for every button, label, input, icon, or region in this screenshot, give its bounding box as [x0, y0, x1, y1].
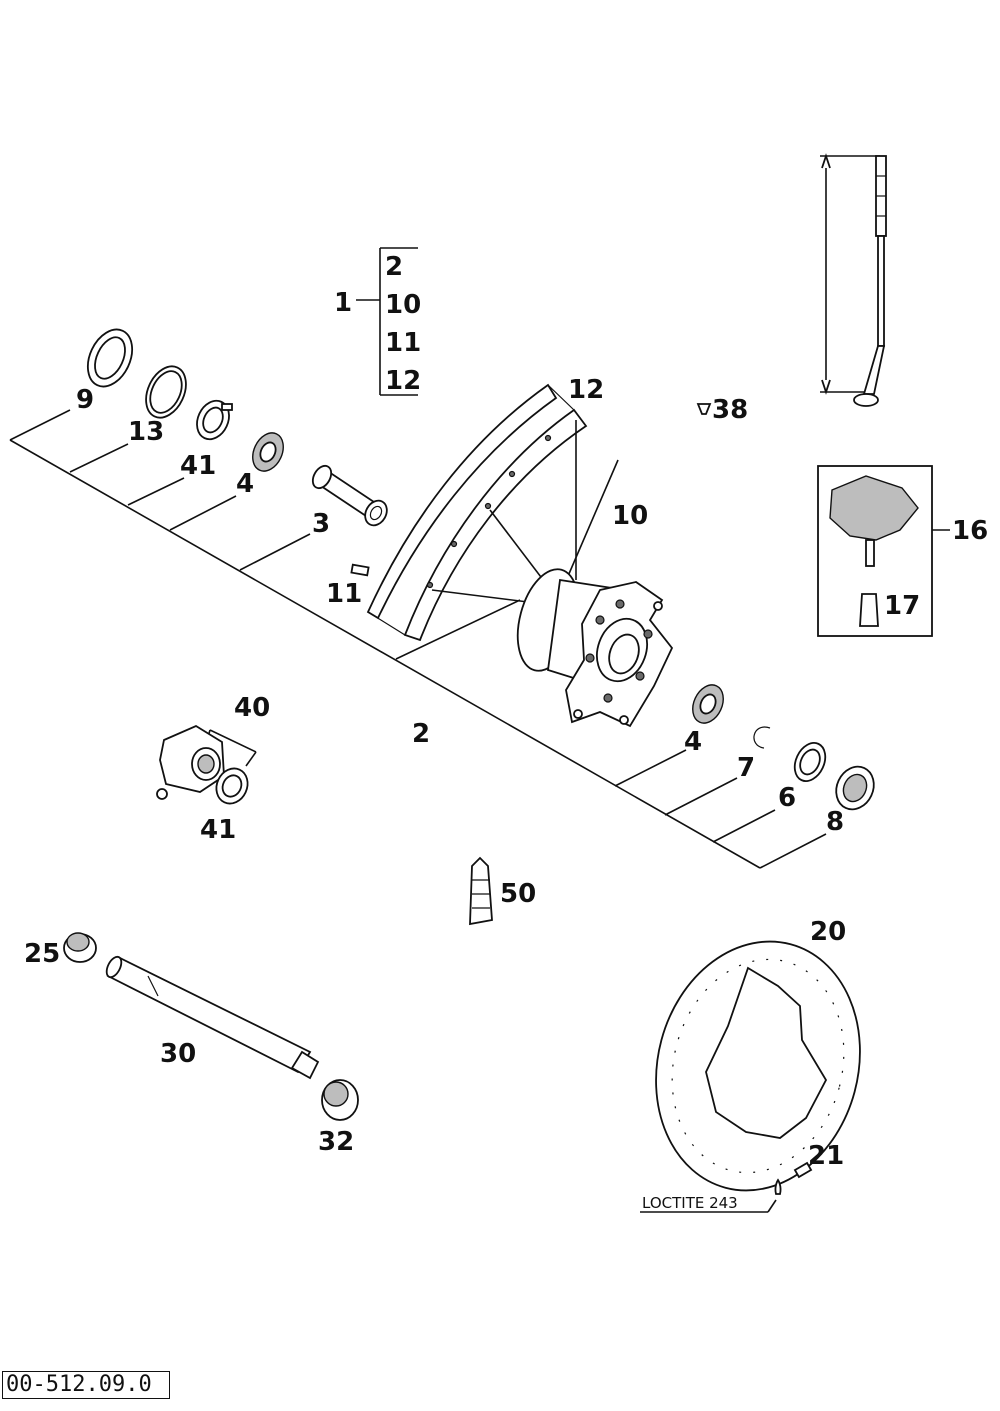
label-part-10: 10: [612, 501, 648, 531]
axis-leader-lines: [9, 409, 827, 869]
label-part-3: 3: [312, 509, 330, 539]
spacer-tube-part-3: [311, 464, 388, 527]
speedo-drive-part-40: [156, 724, 257, 800]
assembly-item-label: 10: [385, 290, 421, 320]
label-part-9: 9: [76, 385, 94, 415]
assembly-item-label: 12: [385, 366, 421, 396]
label-part-30: 30: [160, 1039, 196, 1069]
label-part-40: 40: [234, 693, 270, 723]
brake-disc-part-20: [655, 940, 861, 1192]
label-part-12: 12: [568, 375, 604, 405]
label-part-21: 21: [808, 1141, 844, 1171]
disc-bolt-part-21: [640, 1161, 813, 1213]
label-part-41: 41: [180, 451, 216, 481]
label-part-25: 25: [24, 939, 60, 969]
seal-ring-part-9: [86, 328, 134, 388]
assembly-item-label: 11: [385, 328, 421, 358]
grease-tube-part-50: [469, 856, 493, 926]
label-part-32: 32: [318, 1127, 354, 1157]
spokes-part-10: [431, 420, 619, 611]
drawing-number: 00-512.09.0: [2, 1371, 170, 1399]
ring-part-6: [793, 742, 827, 782]
label-part-8: 8: [826, 807, 844, 837]
label-part-2: 2: [412, 719, 430, 749]
bearing-part-4: [252, 432, 284, 472]
spoke-dimension-drawing: [820, 153, 887, 407]
axle-part-30: [105, 955, 320, 1080]
label-part-16: 16: [952, 516, 988, 546]
wheel-hub-part-2: [516, 568, 674, 728]
axle-nut-part-25: [63, 932, 97, 963]
label-part-13: 13: [128, 417, 164, 447]
label-part-4-right: 4: [684, 727, 702, 757]
assembly-item-label: 2: [385, 252, 403, 282]
assembly-main-label: 1: [334, 288, 352, 318]
label-part-20: 20: [810, 917, 846, 947]
label-part-7: 7: [737, 753, 755, 783]
valve-cap-part-38: [696, 403, 712, 415]
assembly-group-bracket: [356, 247, 418, 396]
tab-washer-part-41-lower: [215, 767, 249, 805]
bearing-part-4-right: [692, 684, 724, 724]
label-part-38: 38: [712, 395, 748, 425]
circlip-part-7: [753, 726, 771, 749]
label-part-6: 6: [778, 783, 796, 813]
wheel-rim-segment: [366, 383, 588, 642]
tab-washer-part-41: [196, 399, 233, 441]
loctite-note: LOCTITE 243: [642, 1194, 738, 1212]
label-part-4: 4: [236, 469, 254, 499]
axle-nut-part-32: [321, 1079, 359, 1121]
label-part-50: 50: [500, 879, 536, 909]
seal-part-8: [835, 765, 875, 811]
valve-parts-box: [817, 465, 950, 637]
ring-part-13: [145, 365, 187, 419]
spoke-nipple-part-11: [350, 563, 370, 577]
label-part-41-lower: 41: [200, 815, 236, 845]
label-part-11: 11: [326, 579, 362, 609]
label-part-17: 17: [884, 591, 920, 621]
